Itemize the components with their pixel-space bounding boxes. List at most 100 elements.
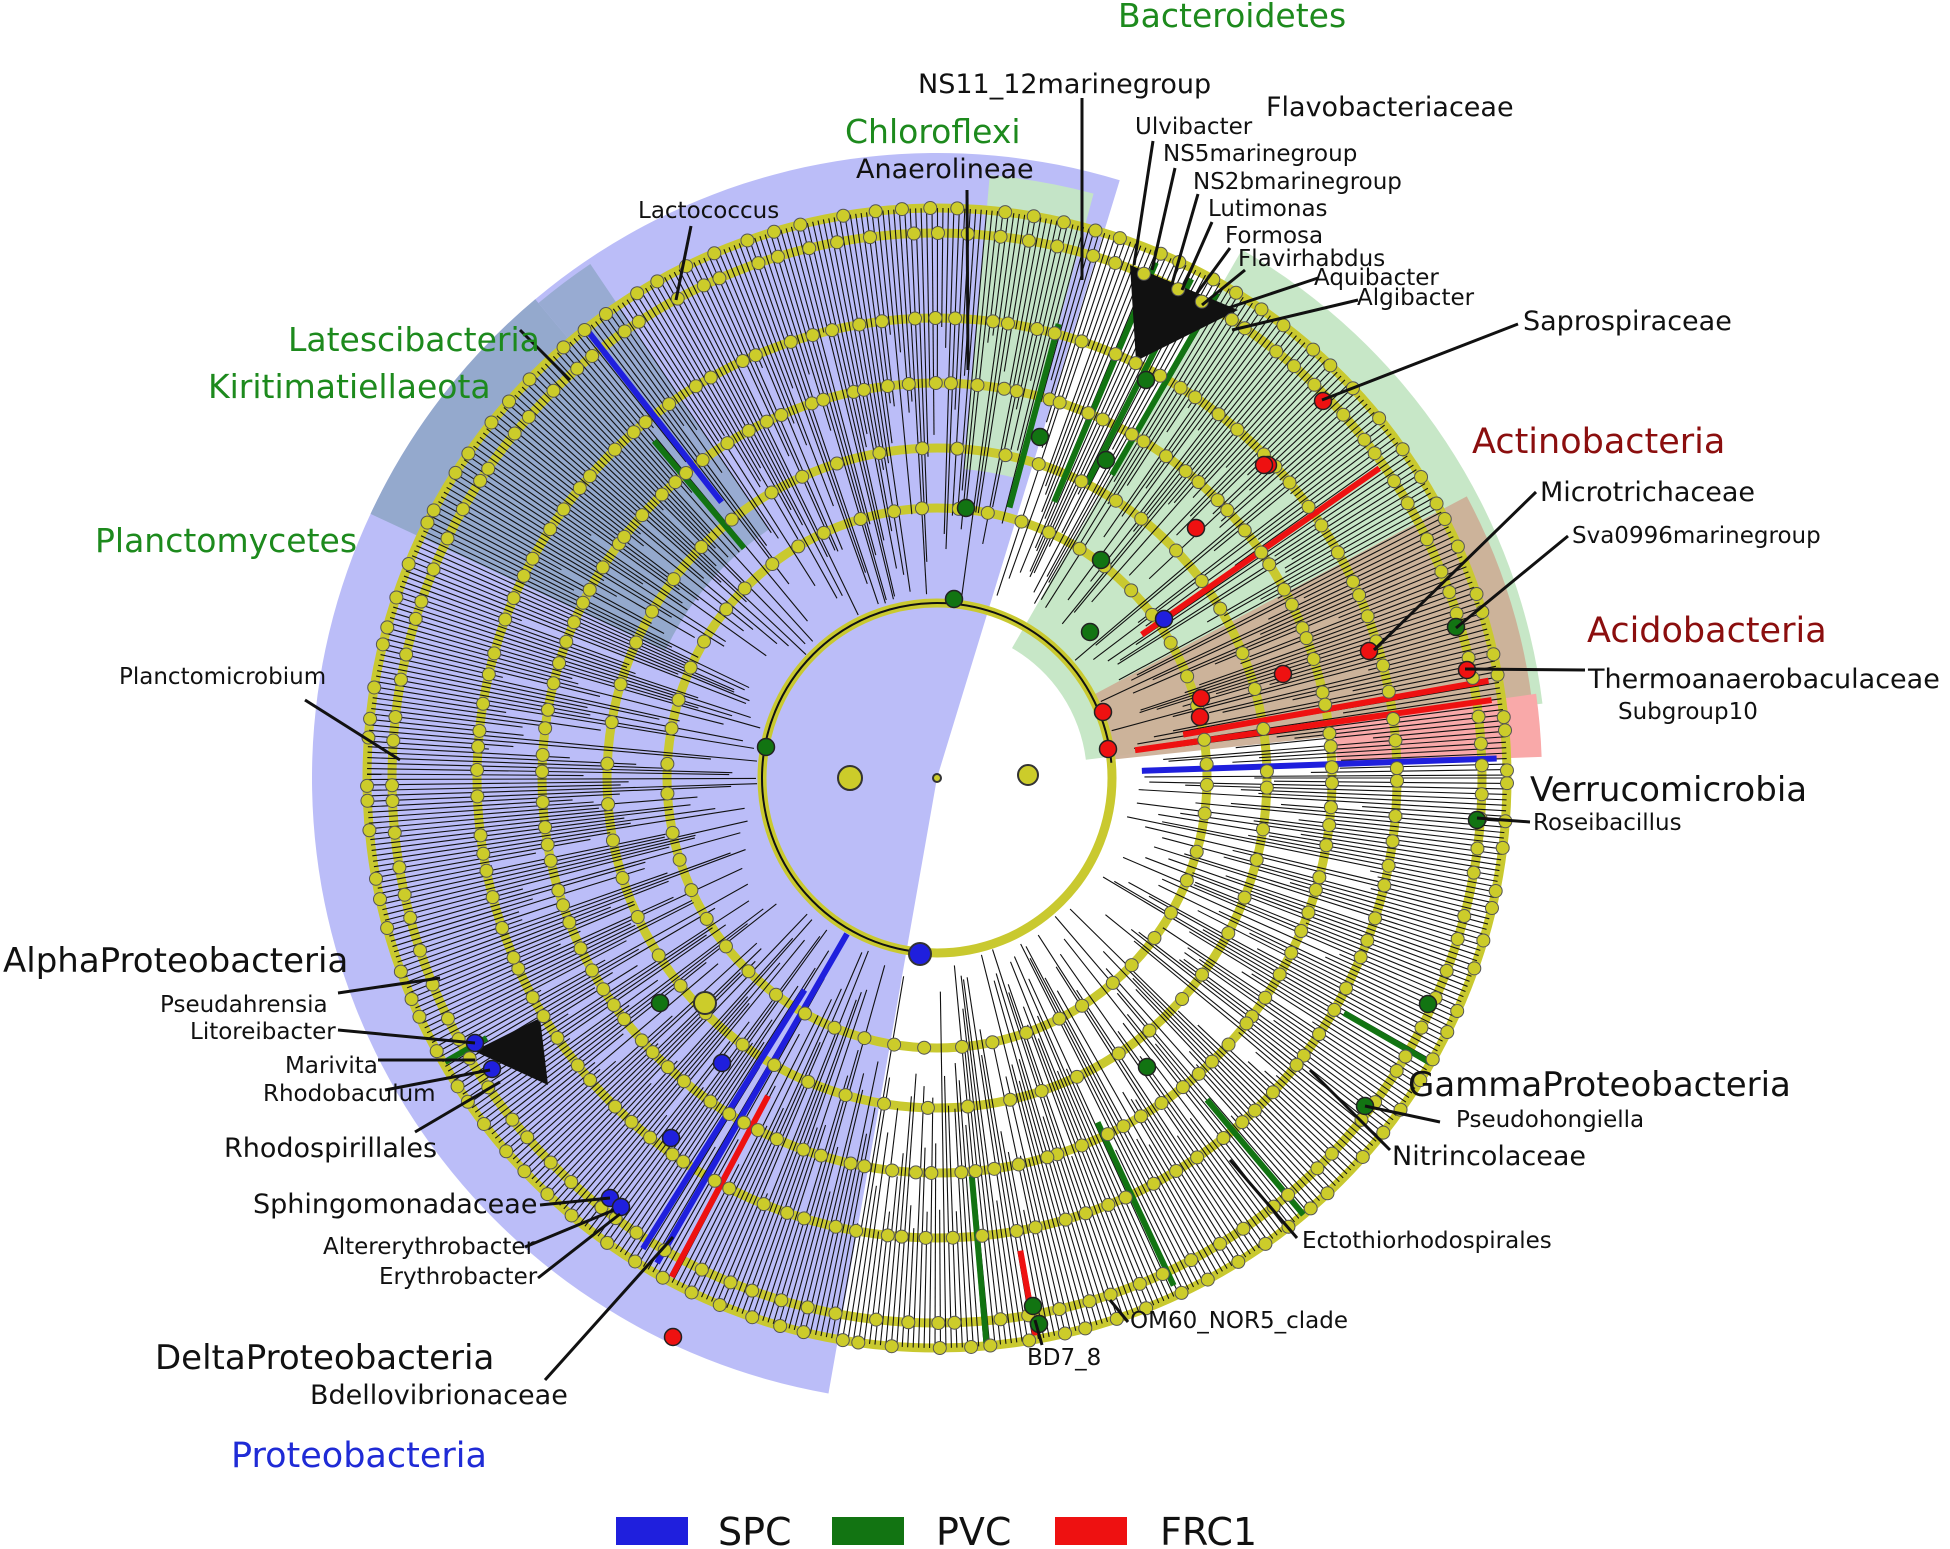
taxon-node [1009, 384, 1024, 399]
taxon-node [1314, 518, 1329, 533]
leader-line-3 [1170, 193, 1200, 285]
leader-line-30 [1108, 1299, 1130, 1323]
taxon-node [624, 1114, 639, 1129]
taxon-node [735, 354, 750, 369]
taxon-node [843, 1156, 858, 1171]
taxon-node [617, 324, 632, 339]
branch [379, 836, 665, 900]
branch [958, 1080, 980, 1347]
branch [520, 994, 706, 1168]
branch [1251, 973, 1422, 1080]
legend-swatch-pvc [832, 1517, 904, 1545]
taxon-node [615, 871, 630, 886]
branch [1078, 291, 1235, 547]
taxon-node [885, 1163, 900, 1178]
branch [465, 934, 707, 1100]
taxon-node [1153, 368, 1168, 383]
legend-label-pvc: PVC [936, 1510, 1011, 1549]
taxon-node [380, 921, 395, 936]
taxon-node [520, 1130, 535, 1145]
branch [392, 867, 645, 948]
highlight-branch-16 [1134, 697, 1492, 754]
taxon-node [564, 1208, 579, 1223]
taxon-node [740, 233, 755, 248]
branch [783, 965, 886, 1328]
branch [547, 1083, 652, 1195]
branch [868, 1108, 899, 1345]
taxon-node [481, 461, 496, 476]
taxon-node [917, 1040, 932, 1055]
planctomycetes-label: Planctomycetes [95, 521, 357, 560]
taxon-node [585, 348, 600, 363]
branch [706, 1042, 821, 1300]
formosa-label: Formosa [1225, 223, 1323, 249]
branch [410, 903, 635, 999]
taxon-node [481, 667, 496, 682]
legend: SPC PVC FRC1 [616, 1510, 1257, 1549]
branch [711, 952, 863, 1302]
branch [1162, 927, 1413, 1094]
taxon-node [1188, 390, 1203, 405]
leader-line-14 [965, 189, 970, 371]
branch [995, 973, 1103, 1324]
taxon-node [1180, 669, 1195, 684]
taxon-node [638, 415, 653, 430]
branch [743, 241, 868, 585]
branch [489, 423, 644, 547]
taxon-node [980, 505, 995, 520]
taxon-node [960, 1099, 975, 1114]
taxon-node [703, 1094, 718, 1109]
taxon-node [1467, 961, 1482, 976]
branch [426, 899, 693, 1034]
roseibacillus-label: Roseibacillus [1533, 810, 1682, 836]
taxon-node [699, 911, 714, 926]
taxon-node [566, 615, 581, 630]
taxon-node [1258, 1236, 1273, 1251]
taxon-node [1388, 733, 1403, 748]
taxon-node [724, 512, 739, 527]
taxon-node [857, 1159, 872, 1174]
taxon-node [1471, 709, 1486, 724]
branch [1122, 1022, 1283, 1233]
taxon-node [1112, 231, 1127, 246]
significant-node-11 [1190, 707, 1210, 727]
taxon-node [767, 224, 782, 239]
branch [393, 606, 679, 698]
branch [703, 257, 836, 551]
taxon-node [471, 739, 486, 754]
branch [608, 311, 723, 473]
taxon-node [1324, 1146, 1339, 1161]
aquibacter-label: Aquibacter [1314, 265, 1439, 291]
branch [471, 1037, 571, 1109]
branch [1341, 752, 1507, 761]
branch [571, 1003, 750, 1217]
branch [996, 1200, 1018, 1343]
taxon-node [800, 1300, 815, 1315]
taxon-node [696, 278, 711, 293]
taxon-node [1175, 992, 1190, 1007]
branch [1249, 571, 1469, 658]
branch [413, 930, 581, 1004]
taxon-node [816, 392, 831, 407]
branch [1232, 849, 1491, 915]
root-arc [761, 602, 1113, 954]
leader-line-27 [1364, 1104, 1441, 1124]
branch [954, 1063, 974, 1347]
branch [1148, 1144, 1223, 1272]
branch [1192, 872, 1472, 977]
taxon-node [575, 595, 590, 610]
branch [871, 211, 895, 407]
taxon-node [1352, 588, 1367, 603]
taxon-node [673, 978, 688, 993]
taxon-node [1389, 773, 1404, 788]
branch [920, 208, 929, 457]
taxon-node [1368, 911, 1383, 926]
branch [1223, 856, 1487, 930]
taxon-node [1210, 493, 1225, 508]
branch [399, 872, 668, 968]
significant-node-17 [1273, 664, 1293, 684]
taxon-node [1385, 834, 1400, 849]
taxon-node [950, 201, 965, 216]
branch [957, 209, 982, 504]
taxon-node [1284, 945, 1299, 960]
